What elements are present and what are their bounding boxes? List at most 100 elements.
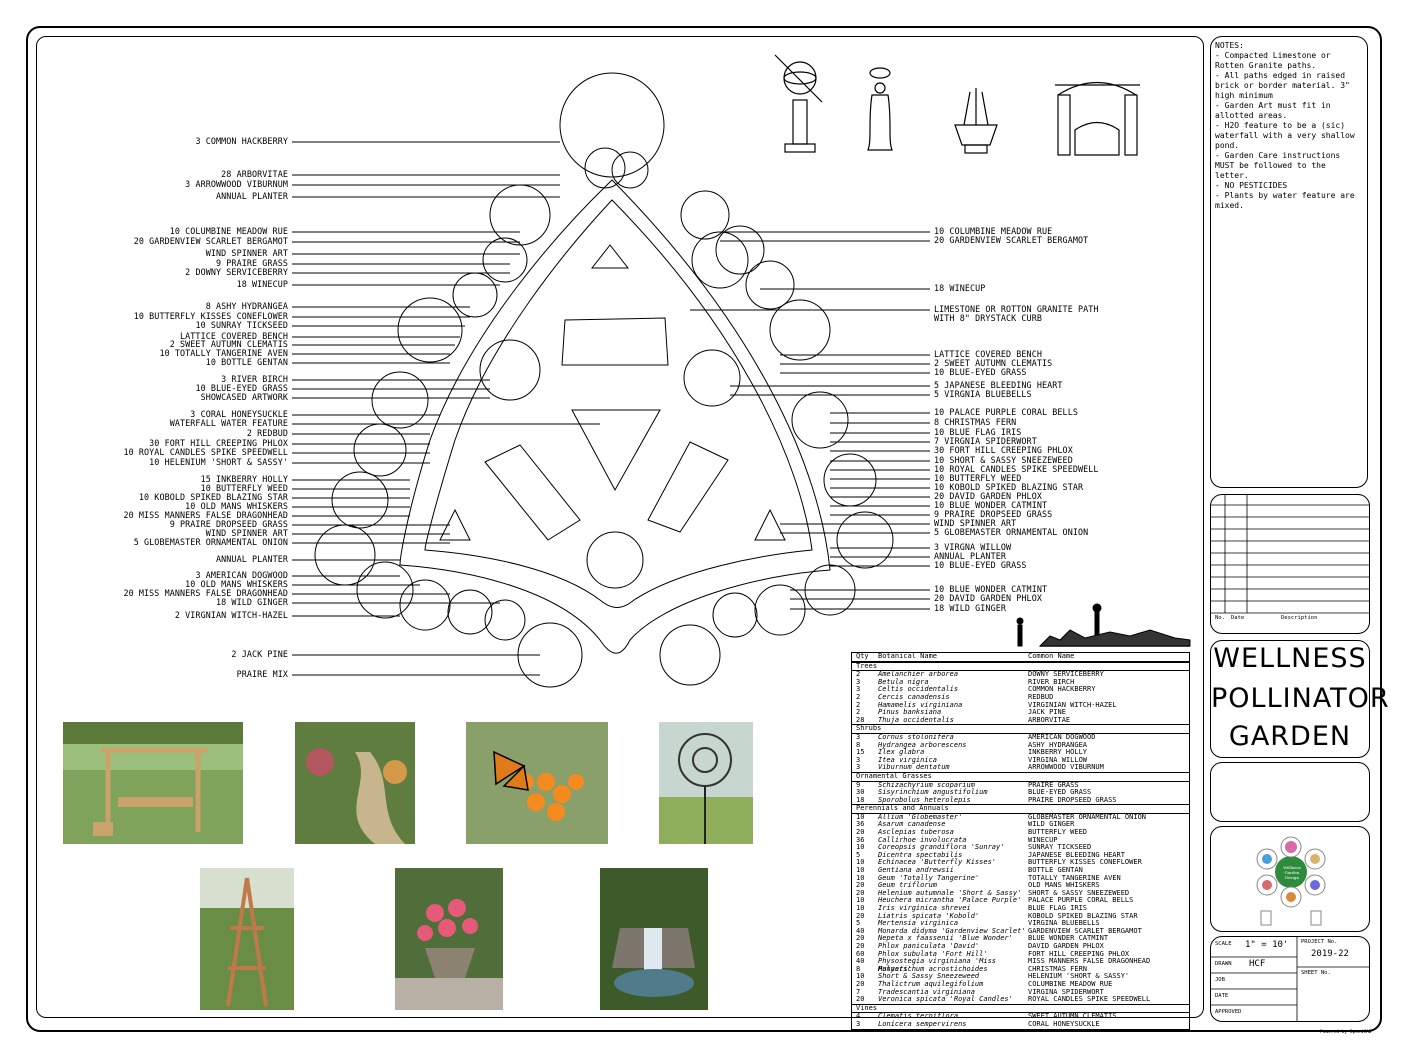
- plan-label-right: 18 WINECUP: [934, 283, 986, 293]
- eye-icon: [1262, 854, 1272, 864]
- plan-label-right: 2 SWEET AUTUMN CLEMATIS: [934, 358, 1053, 368]
- table-cell: TOTALLY TANGERINE AVEN: [1028, 873, 1121, 882]
- table-row: 9 Schizachyrium scoparium PRAIRE GRASS: [852, 780, 1189, 790]
- table-cell: 40: [856, 957, 865, 966]
- table-cell: 5: [856, 919, 861, 928]
- table-cell: JACK PINE: [1028, 708, 1066, 717]
- table-cell: PRAIRE GRASS: [1028, 780, 1079, 789]
- table-cell: 60: [856, 949, 865, 958]
- table-cell: Ilex glabra: [878, 748, 925, 757]
- table-cell: 10: [856, 904, 865, 912]
- table-cell: 10: [856, 866, 865, 875]
- table-cell: MISS MANNERS FALSE DRAGONHEAD: [1028, 957, 1151, 966]
- table-cell: HELENIUM 'SHORT & SASSY': [1028, 972, 1130, 981]
- plan-label-right: LATTICE COVERED BENCH: [934, 349, 1042, 359]
- table-section-header: Trees: [852, 661, 1189, 672]
- table-cell: Echinacea 'Butterfly Kisses': [878, 858, 997, 867]
- table-cell: ROYAL CANDLES SPIKE SPEEDWELL: [1028, 995, 1151, 1004]
- table-section-header: Shrubs: [852, 724, 1189, 734]
- plan-label-left: 20 GARDENVIEW SCARLET BERGAMOT: [133, 236, 288, 246]
- plan-label-left: 9 PRAIRE GRASS: [216, 258, 288, 268]
- photo-urn-planter: [395, 868, 503, 1010]
- title-block: SCALE 1" = 10' DRAWN HCF JOB DATE APPROV…: [1210, 936, 1370, 1022]
- table-cell: 9: [856, 780, 861, 789]
- table-cell: Tradescantia virginiana: [878, 987, 975, 996]
- table-cell: 8: [856, 740, 861, 749]
- table-cell: BLUE-EYED GRASS: [1028, 788, 1092, 797]
- arbor-icon: [1055, 81, 1140, 156]
- plan-label-right: 20 DAVID GARDEN PHLOX: [934, 491, 1042, 501]
- scale-value: 1" = 10': [1245, 940, 1289, 950]
- plan-label-left: 3 CORAL HONEYSUCKLE: [190, 409, 288, 419]
- table-cell: DOWNY SERVICEBERRY: [1028, 670, 1104, 679]
- table-cell: 10: [856, 843, 865, 852]
- table-cell: Lonicera sempervirens: [878, 1019, 967, 1028]
- project-label: PROJECT No.: [1301, 939, 1338, 945]
- table-cell: VIRGINIAN WITCH-HAZEL: [1028, 700, 1117, 709]
- table-cell: Schizachyrium scoparium: [878, 780, 975, 789]
- title-line-2: POLLINATOR: [1211, 683, 1390, 714]
- table-cell: 30: [856, 788, 865, 797]
- table-cell: Cercis canadensis: [878, 692, 950, 701]
- table-cell: Thuja occidentalis: [878, 715, 954, 724]
- drawing-sheet: [26, 26, 1382, 1032]
- photo-garden-path: [295, 722, 415, 844]
- plan-label-left: LATTICE COVERED BENCH: [180, 331, 288, 341]
- table-cell: 8: [856, 964, 861, 973]
- urn-planter-icon: [954, 88, 998, 154]
- table-cell: 10: [856, 873, 865, 882]
- note-line: - Compacted Limestone or Rotten Granite …: [1215, 51, 1331, 70]
- table-cell: Hydrangea arborescens: [878, 740, 967, 749]
- approved-label: APPROVED: [1215, 1009, 1242, 1015]
- plan-label-left: 8 ASHY HYDRANGEA: [205, 301, 288, 311]
- plan-label-left: 2 VIRGNIAN WITCH-HAZEL: [174, 610, 288, 620]
- table-cell: ARROWWOOD VIBURNUM: [1028, 763, 1104, 772]
- plan-label-left: 2 SWEET AUTUMN CLEMATIS: [169, 339, 288, 349]
- table-cell: 10: [856, 896, 865, 905]
- bed-top: [561, 317, 669, 366]
- plan-label-right: 20 DAVID GARDEN PHLOX: [934, 593, 1042, 603]
- plan-label-left: WIND SPINNER ART: [205, 528, 288, 538]
- table-cell: BLUE WONDER CATMINT: [1028, 934, 1109, 943]
- table-cell: 3: [856, 685, 861, 694]
- table-cell: Gentiana andrewsii: [878, 866, 954, 875]
- plan-label-right: 8 CHRISTMAS FERN: [934, 417, 1017, 427]
- table-cell: Amelanchier arborea: [878, 670, 959, 679]
- table-cell: FORT HILL CREEPING PHLOX: [1028, 949, 1130, 958]
- table-cell: Hamamelis virginiana: [878, 700, 963, 709]
- plan-label-left: 15 INKBERRY HOLLY: [200, 474, 288, 484]
- nose-icon: [1310, 880, 1320, 890]
- table-cell: JAPANESE BLEEDING HEART: [1028, 850, 1125, 859]
- plan-label-left: 10 KOBOLD SPIKED BLAZING STAR: [138, 492, 288, 502]
- table-cell: ARBORVITAE: [1028, 715, 1071, 724]
- plan-label-right: WITH 8" DRYSTACK CURB: [934, 313, 1042, 323]
- table-cell: WINECUP: [1028, 835, 1058, 844]
- plan-label-right: 10 BLUE WONDER CATMINT: [934, 500, 1048, 510]
- table-cell: BLUE FLAG IRIS: [1028, 904, 1088, 912]
- sheet-label: SHEET No.: [1301, 970, 1331, 976]
- table-cell: 36: [856, 835, 865, 844]
- plan-label-right: 10 COLUMBINE MEADOW RUE: [934, 226, 1053, 236]
- project-value: 2019-22: [1311, 949, 1349, 959]
- bed-right: [647, 441, 729, 533]
- plan-label-left: 10 ROYAL CANDLES SPIKE SPEEDWELL: [123, 447, 288, 457]
- plan-label-left: 2 JACK PINE: [231, 649, 288, 659]
- note-line: - NO PESTICIDES: [1215, 181, 1288, 190]
- table-cell: BUTTERFLY KISSES CONEFLOWER: [1028, 858, 1142, 867]
- statue-icon: [867, 67, 893, 151]
- table-cell: PALACE PURPLE CORAL BELLS: [1028, 896, 1134, 905]
- table-cell: Allium 'Globemaster': [878, 812, 963, 821]
- plan-frame: [36, 36, 1204, 1018]
- table-cell: SHORT & SASSY SNEEZEWEED: [1028, 888, 1130, 897]
- note-line: - Garden Art must fit in allotted areas.: [1215, 101, 1331, 120]
- drawn-label: DRAWN: [1215, 961, 1232, 967]
- plan-label-right: 10 BLUE WONDER CATMINT: [934, 584, 1048, 594]
